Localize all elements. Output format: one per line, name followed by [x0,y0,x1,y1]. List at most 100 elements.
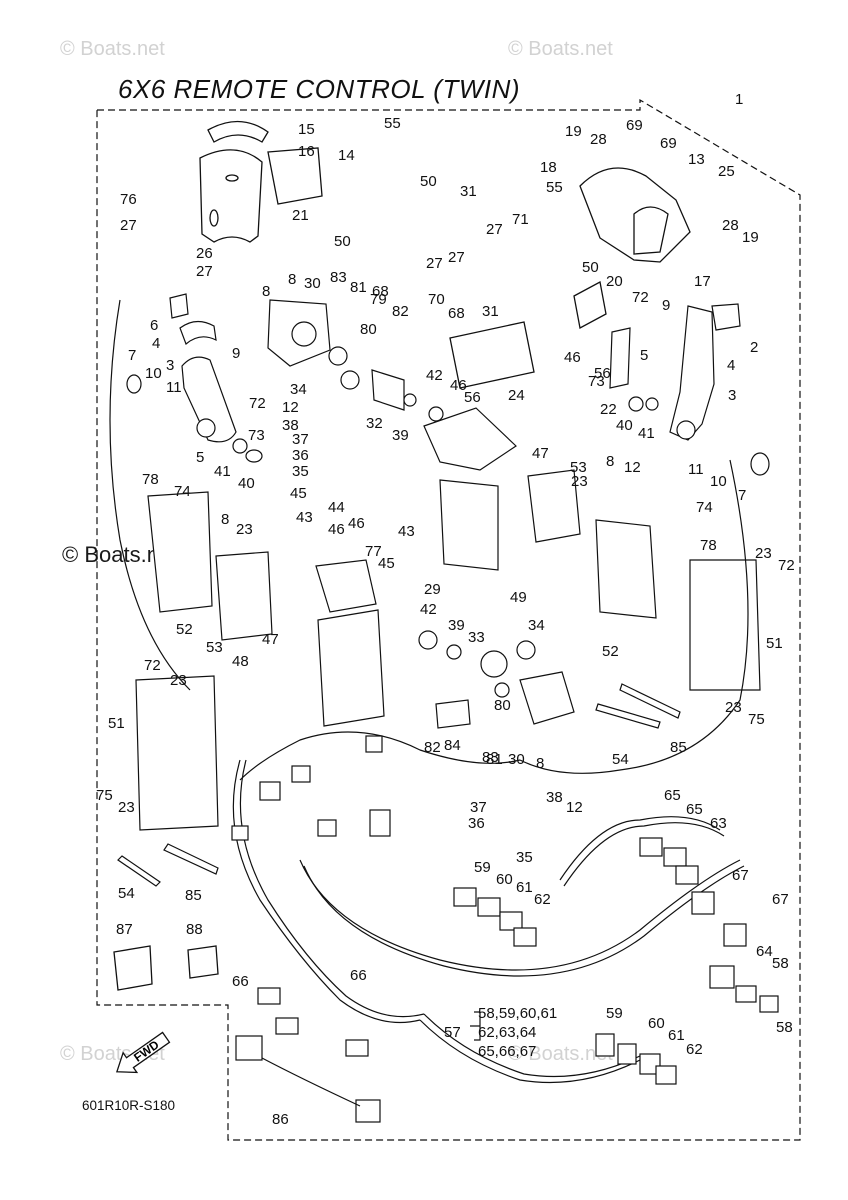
connectors [231,735,779,1123]
callout-72-2: 72 [632,289,649,306]
callout-31-2: 31 [482,303,499,320]
callout-30-1: 30 [304,275,321,292]
callout-20: 20 [606,273,623,290]
callout-15: 15 [298,121,315,138]
callout-29: 29 [424,581,441,598]
group-57-line1: 58,59,60,61 [478,1005,558,1022]
housing-cover-right [449,167,691,389]
callout-70: 70 [428,291,445,308]
callout-78-1: 78 [142,471,159,488]
callout-52-2: 52 [602,643,619,660]
callout-23-5: 23 [755,545,772,562]
callout-74-2: 74 [696,499,713,516]
callout-34-2: 34 [528,617,545,634]
callout-58-1: 58 [772,955,789,972]
callout-1: 1 [735,91,743,108]
callout-55-2: 55 [546,179,563,196]
callout-labels: 1233445567788888991010111112121213141516… [96,91,795,1128]
callout-5-2: 5 [640,347,648,364]
callout-38-2: 38 [546,789,563,806]
callout-40-1: 40 [238,475,255,492]
callout-68-1: 68 [372,283,389,300]
callout-61-2: 61 [668,1027,685,1044]
callout-6: 6 [150,317,158,334]
callout-12-1: 12 [282,399,299,416]
callout-9-2: 9 [662,297,670,314]
connector-87 [113,945,153,991]
callout-37-1: 37 [292,431,309,448]
callout-14: 14 [338,147,355,164]
central-mechanism [267,299,761,691]
callout-23-4: 23 [571,473,588,490]
knob-6 [169,293,189,319]
callout-4-2: 4 [727,357,735,374]
callout-34-1: 34 [290,381,307,398]
callout-46-3: 46 [348,515,365,532]
callout-13: 13 [688,151,705,168]
callout-27-4: 27 [448,249,465,266]
callout-27-1: 27 [120,217,137,234]
callout-10-1: 10 [145,365,162,382]
callout-78-2: 78 [700,537,717,554]
callout-28-2: 28 [722,217,739,234]
callout-40-2: 40 [616,417,633,434]
callout-24: 24 [508,387,525,404]
callout-66-1: 66 [232,973,249,990]
callout-33: 33 [468,629,485,646]
lever-assembly-left [126,320,263,463]
watermark-bottom-right: © Boats.net [508,1043,613,1065]
callout-62-2: 62 [686,1041,703,1058]
callout-53-2: 53 [570,459,587,476]
callout-54-1: 54 [118,885,135,902]
callout-65-1: 65 [664,787,681,804]
callout-84: 84 [444,737,461,754]
callout-58-2: 58 [776,1019,793,1036]
callout-22: 22 [600,401,617,418]
callout-30-2: 30 [508,751,525,768]
group-57-number: 57 [444,1024,461,1041]
callout-59-1: 59 [474,859,491,876]
callout-81-2: 81 [486,751,503,768]
callout-77: 77 [365,543,382,560]
callout-56-2: 56 [594,365,611,382]
callout-27-5: 27 [486,221,503,238]
callout-69-1: 69 [626,117,643,134]
callout-41-2: 41 [638,425,655,442]
callout-68-2: 68 [448,305,465,322]
callout-17: 17 [694,273,711,290]
callout-19-1: 19 [565,123,582,140]
lever-assembly-right [609,303,770,476]
callout-23-3: 23 [118,799,135,816]
callout-11-1: 11 [166,379,182,396]
callout-4-1: 4 [152,335,160,352]
callout-73-1: 73 [248,427,265,444]
callout-73-2: 73 [588,373,605,390]
callout-43-1: 43 [296,509,313,526]
callout-3-1: 3 [166,357,174,374]
callout-47-1: 47 [262,631,279,648]
callout-9-1: 9 [232,345,240,362]
callout-39-1: 39 [392,427,409,444]
callout-49: 49 [510,589,527,606]
callout-50-2: 50 [420,173,437,190]
callout-45-2: 45 [378,555,395,572]
callout-8-4: 8 [606,453,614,470]
callout-11-2: 11 [688,461,704,478]
callout-35-1: 35 [292,463,309,480]
callout-85-2: 85 [670,739,687,756]
callout-50-3: 50 [582,259,599,276]
callout-86: 86 [272,1111,289,1128]
callout-82-1: 82 [392,303,409,320]
callout-87: 87 [116,921,133,938]
watermark-top-right: © Boats.net [508,38,613,60]
callout-51-2: 51 [766,635,783,652]
callout-39-2: 39 [448,617,465,634]
callout-55-1: 55 [384,115,401,132]
callout-72-1: 72 [249,395,266,412]
callout-16: 16 [298,143,315,160]
callout-23-2: 23 [170,672,187,689]
callout-69-2: 69 [660,135,677,152]
callout-27-3: 27 [426,255,443,272]
housing-cover-left [199,120,323,243]
